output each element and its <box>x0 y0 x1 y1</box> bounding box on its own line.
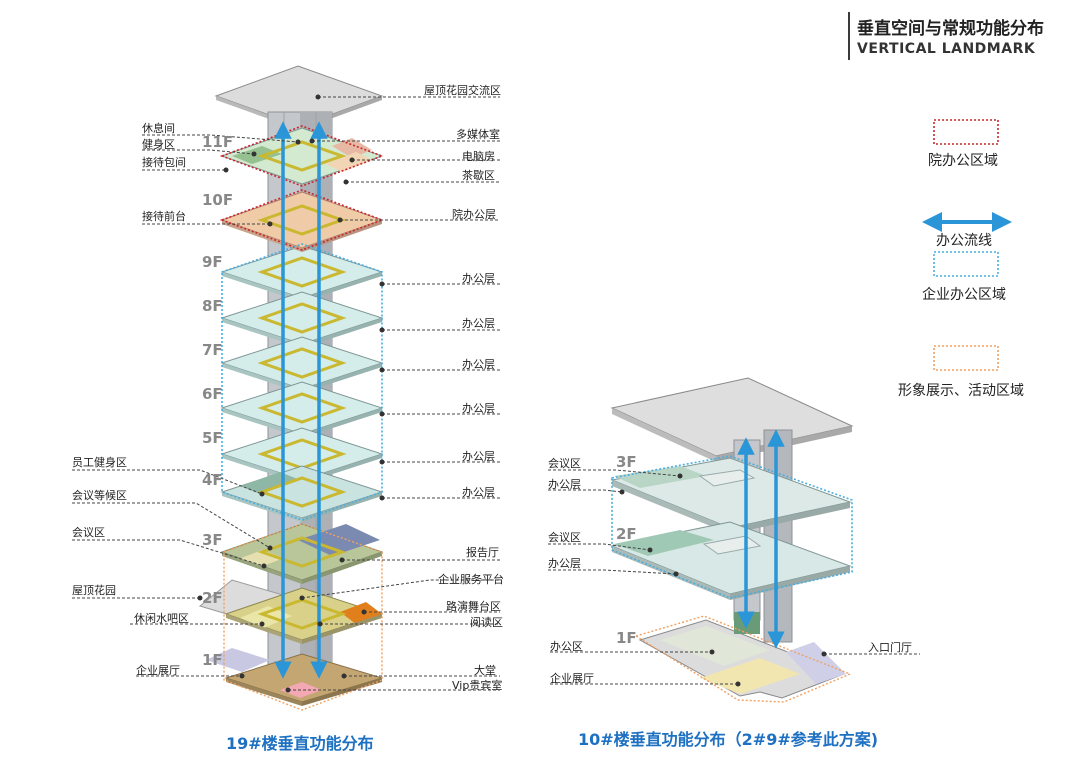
header-accent-bar <box>848 12 850 60</box>
label-front-desk: 接待前台 <box>142 210 186 223</box>
building-19 <box>72 65 500 711</box>
label-institute-office: 院办公层 <box>452 208 496 221</box>
slab-10-1f <box>638 612 846 699</box>
label-meeting-3f: 会议区 <box>548 457 581 470</box>
caption-building-10: 10#楼垂直功能分布（2#9#参考此方案) <box>578 730 879 749</box>
building-10 <box>548 377 920 703</box>
label-roof-exchange: 屋顶花园交流区 <box>424 84 501 97</box>
label-vip-room: Vip贵宾室 <box>452 679 503 692</box>
label-lobby: 大堂 <box>474 664 496 677</box>
slab-11f <box>220 127 384 185</box>
slab-10-2f <box>610 521 852 600</box>
legend-flow-label: 办公流线 <box>936 233 992 249</box>
legend-enterprise-label: 企业办公区域 <box>922 287 1006 303</box>
legend-enterprise-swatch <box>933 251 999 277</box>
label-exhibition-hall: 企业展厅 <box>136 664 180 677</box>
label-roof-garden: 屋顶花园 <box>72 584 116 597</box>
label-office-8f: 办公层 <box>462 317 495 330</box>
label-water-bar: 休闲水吧区 <box>134 612 189 625</box>
floor-label: 1F <box>202 651 223 669</box>
page-title: 垂直空间与常规功能分布 <box>857 19 1044 39</box>
enterprise-zone-box <box>221 243 383 521</box>
label-meeting-wait: 会议等候区 <box>72 489 127 502</box>
label-meeting: 会议区 <box>72 526 105 539</box>
floor-label: 7F <box>202 341 223 359</box>
label-office-4f: 办公层 <box>462 486 495 499</box>
floor-label: 6F <box>202 385 223 403</box>
display-zone-box-10 <box>634 615 852 703</box>
floor-label: 11F <box>202 133 234 151</box>
legend-institute-label: 院办公区域 <box>928 153 998 169</box>
legend-display-swatch <box>933 345 999 371</box>
label-service-platform: 企业服务平台 <box>438 573 504 586</box>
floor-label: 5F <box>202 429 223 447</box>
office-slabs <box>220 245 384 522</box>
label-office-9f: 办公层 <box>462 272 495 285</box>
label-meeting-2f: 会议区 <box>548 531 581 544</box>
label-office-5f: 办公层 <box>462 450 495 463</box>
label-tea-break: 茶歇区 <box>462 169 495 182</box>
floor-label: 8F <box>202 297 223 315</box>
floor-label: 10F <box>202 191 234 209</box>
leader-lines-19 <box>72 96 500 691</box>
roof-slab-10 <box>610 377 854 457</box>
slab-1f <box>206 648 384 706</box>
label-rest-room: 休息间 <box>142 122 175 135</box>
floor-label: 2F <box>616 525 637 543</box>
label-entrance-hall: 入口门厅 <box>868 641 912 654</box>
leader-lines-10 <box>548 469 920 685</box>
label-fitness: 健身区 <box>142 138 175 151</box>
slab-4f <box>220 465 384 522</box>
leader-dots-10 <box>619 473 827 687</box>
floor-label: 4F <box>202 471 223 489</box>
label-exhibition-1f: 企业展厅 <box>550 672 594 685</box>
caption-building-19: 19#楼垂直功能分布 <box>226 734 374 753</box>
label-office-2f: 办公层 <box>548 557 581 570</box>
label-reading: 阅读区 <box>470 616 503 629</box>
display-zone-box <box>223 523 383 711</box>
floor-label: 9F <box>202 253 223 271</box>
slab-10-3f <box>610 457 852 534</box>
label-multimedia: 多媒体室 <box>456 128 500 141</box>
label-office-area-1f: 办公区 <box>550 640 583 653</box>
floor-label: 2F <box>202 589 223 607</box>
legend-institute-swatch <box>933 119 999 145</box>
page-subtitle: VERTICAL LANDMARK <box>857 41 1036 57</box>
slab-10f <box>220 191 384 252</box>
leader-dots-19 <box>197 94 385 693</box>
label-office-7f: 办公层 <box>462 358 495 371</box>
floor-label: 3F <box>616 453 637 471</box>
legend-display-label: 形象展示、活动区域 <box>898 383 1024 399</box>
legend-graphics <box>922 119 1012 371</box>
label-office-6f: 办公层 <box>462 402 495 415</box>
floor-label: 1F <box>616 629 637 647</box>
label-staff-fitness: 员工健身区 <box>72 456 127 469</box>
floor-label: 3F <box>202 531 223 549</box>
label-computer-room: 电脑房 <box>462 150 495 163</box>
label-office-3f: 办公层 <box>548 478 581 491</box>
label-reception-room: 接待包间 <box>142 156 186 169</box>
enterprise-zone-box-10 <box>611 455 853 599</box>
label-lecture-hall: 报告厅 <box>466 546 499 559</box>
label-roadshow-stage: 路演舞台区 <box>446 600 501 613</box>
